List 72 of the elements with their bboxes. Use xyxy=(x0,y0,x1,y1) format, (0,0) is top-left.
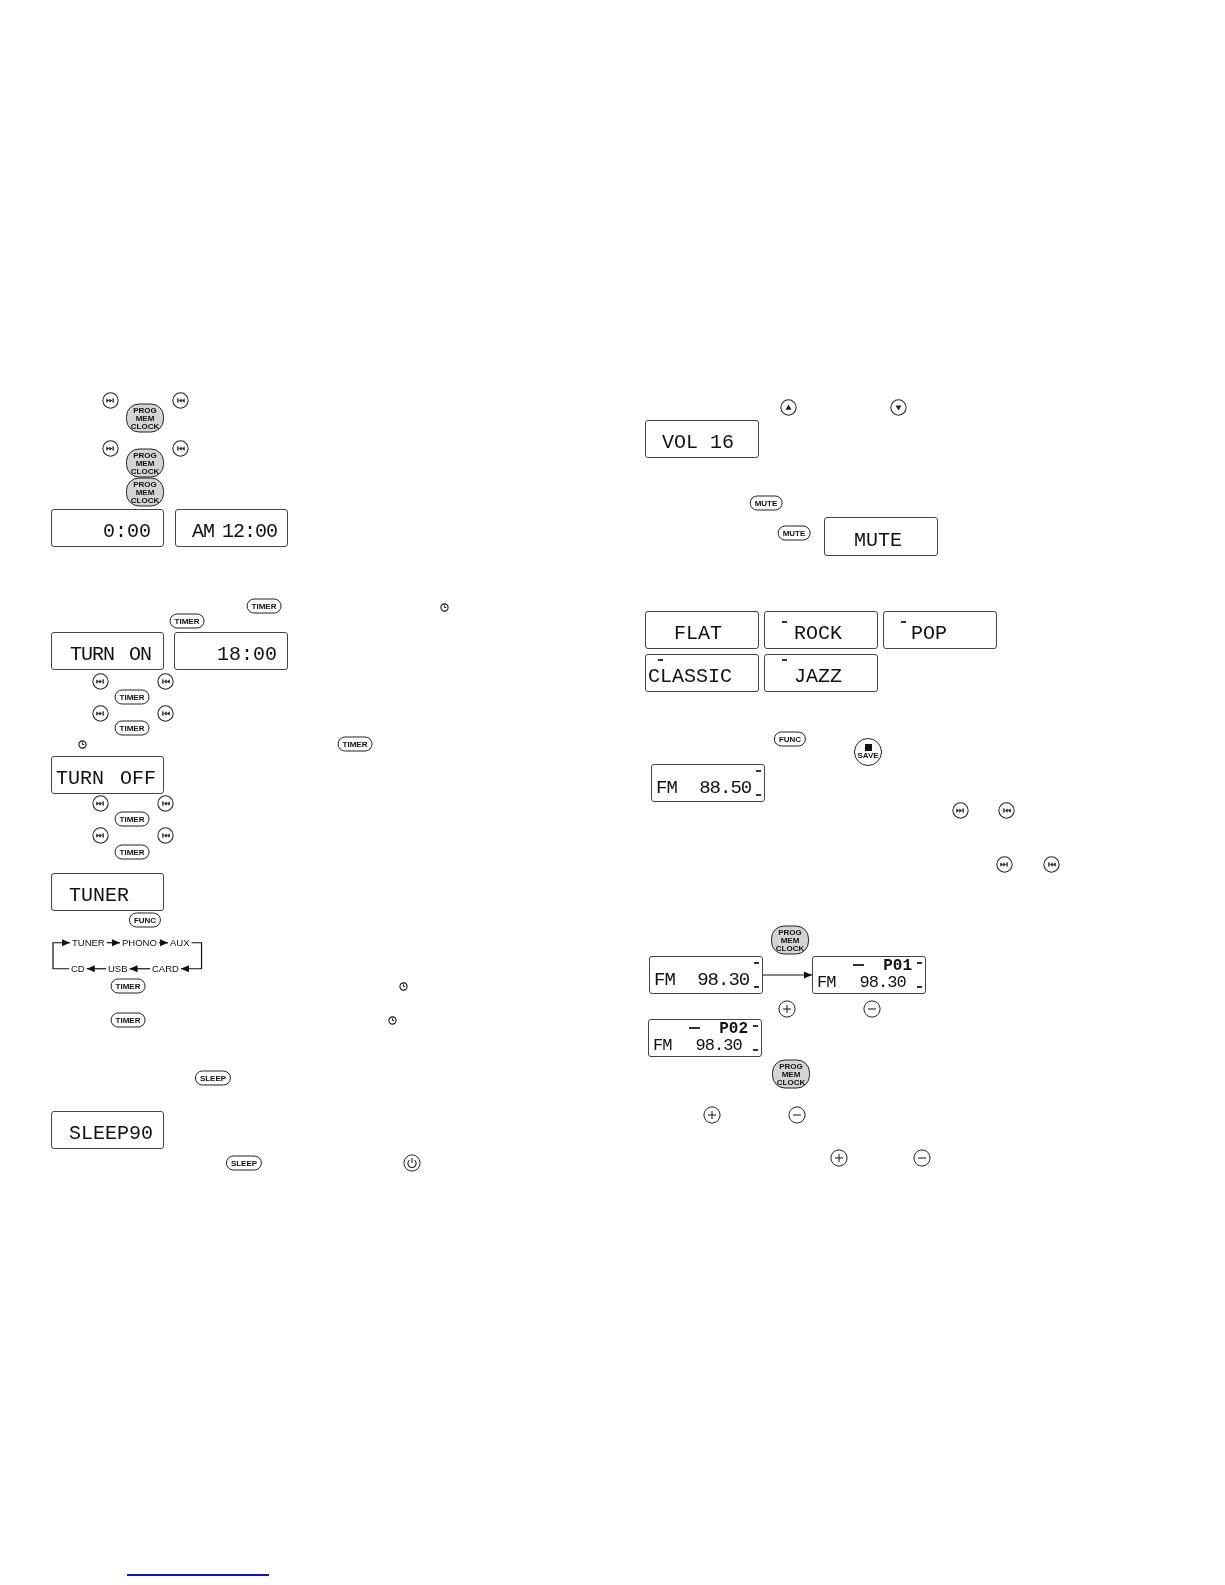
arrow xyxy=(128,965,151,973)
prog-mem-clock-button: PROG MEM CLOCK xyxy=(126,448,164,478)
lcd-readout: FM 88.50 xyxy=(656,779,752,798)
timer-button: TIMER xyxy=(246,598,282,614)
mute-button: MUTE xyxy=(777,525,811,541)
prog-mem-clock-button: PROG MEM CLOCK xyxy=(771,925,809,955)
lcd-readout: FM 98.30 xyxy=(817,974,906,991)
lcd-readout: TURN OFF xyxy=(56,769,156,789)
mode-name: USB xyxy=(106,964,130,974)
lcd-readout: POP xyxy=(911,624,947,644)
lcd-display xyxy=(175,509,288,547)
lcd-display xyxy=(648,1019,762,1057)
prog-mem-clock-button: PROG MEM CLOCK xyxy=(126,477,164,507)
lcd-readout: FM 98.30 xyxy=(654,971,750,990)
lcd-display xyxy=(51,873,164,911)
arrow xyxy=(106,939,121,947)
lcd-readout: 0:00 xyxy=(103,522,151,542)
lcd-readout: SLEEP90 xyxy=(69,1124,153,1144)
mode-name: AUX xyxy=(168,938,192,948)
lcd-display xyxy=(812,956,926,994)
lcd-readout: VOL 16 xyxy=(662,433,734,453)
timer-button: TIMER xyxy=(110,1012,146,1028)
timer-button: TIMER xyxy=(337,736,373,752)
lcd-readout: FLAT xyxy=(674,624,722,644)
timer-button: TIMER xyxy=(114,720,150,736)
lcd-readout: MUTE xyxy=(854,531,902,551)
lcd-readout: 18:00 xyxy=(217,645,277,665)
timer-button: TIMER xyxy=(114,844,150,860)
lcd-readout: JAZZ xyxy=(794,667,842,687)
lcd-readout: CLASSIC xyxy=(648,667,732,687)
lcd-readout: ROCK xyxy=(794,624,842,644)
lcd-display xyxy=(51,632,164,670)
lcd-display xyxy=(764,611,878,649)
lcd-readout: AM 12:00 xyxy=(192,522,277,542)
arrow xyxy=(86,965,107,973)
timer-button: TIMER xyxy=(114,811,150,827)
lcd-display xyxy=(51,1111,164,1149)
sleep-button: SLEEP xyxy=(194,1070,232,1086)
mode-name: CD xyxy=(69,964,87,974)
lcd-display xyxy=(645,420,759,458)
arrow xyxy=(762,971,813,979)
mode-name: TUNER xyxy=(70,938,107,948)
save-button: SAVE xyxy=(854,738,882,766)
sleep-button: SLEEP xyxy=(225,1155,263,1171)
prog-mem-clock-button: PROG MEM CLOCK xyxy=(126,403,164,433)
func-button: FUNC xyxy=(773,731,807,747)
mute-button: MUTE xyxy=(749,495,783,511)
mode-name: CARD xyxy=(150,964,181,974)
mode-name: PHONO xyxy=(120,938,159,948)
lcd-readout: TUNER xyxy=(69,886,129,906)
lcd-display xyxy=(51,756,164,794)
lcd-readout: P01 xyxy=(883,958,912,974)
lcd-display xyxy=(51,509,164,547)
func-button: FUNC xyxy=(128,912,162,928)
lcd-display xyxy=(174,632,288,670)
lcd-display xyxy=(645,611,759,649)
timer-button: TIMER xyxy=(169,613,205,629)
lcd-display xyxy=(824,517,938,556)
timer-button: TIMER xyxy=(114,689,150,705)
timer-button: TIMER xyxy=(110,978,146,994)
lcd-readout: TURN ON xyxy=(70,645,151,665)
arrow xyxy=(158,939,169,947)
arrow xyxy=(52,939,71,970)
lcd-display xyxy=(651,764,765,802)
prog-mem-clock-button: PROG MEM CLOCK xyxy=(772,1059,810,1089)
lcd-display xyxy=(645,654,759,692)
lcd-readout: FM 98.30 xyxy=(653,1037,742,1054)
arrow xyxy=(180,942,203,973)
lcd-readout: P02 xyxy=(719,1021,748,1037)
lcd-display xyxy=(883,611,997,649)
lcd-display xyxy=(764,654,878,692)
lcd-display xyxy=(649,956,763,994)
